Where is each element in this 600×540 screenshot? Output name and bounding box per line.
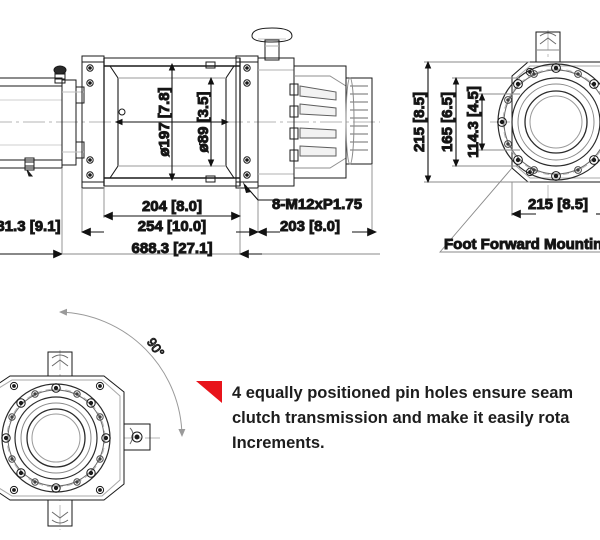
tie-rod-fitting-top (53, 65, 67, 84)
dim-motor-length-label: 203 [8.0] (280, 218, 340, 235)
callout-bolt-thread-label: 8-M12xP1.75 (272, 196, 362, 213)
leader-mounting-option (439, 167, 600, 253)
winch-side-view: ø197 [7.8] ø89 [3.5] 204 [8.0] 254 [10.0… (0, 27, 380, 259)
dim-overall-height-label: 215 [8.5] (411, 92, 428, 152)
dim-foot-width-label: 254 [10.0] (138, 218, 206, 235)
leader-bolt-thread (243, 182, 298, 201)
feature-note-line-2: clutch transmission and make it easily r… (232, 409, 570, 427)
tie-rod-fitting-bottom (24, 157, 35, 177)
dim-overall-width-label: 215 [8.5] (528, 196, 588, 213)
dim-mount-width-label: 204 [8.0] (142, 198, 202, 215)
motor-end-cap (345, 77, 373, 165)
left-end-plate (61, 79, 85, 166)
feature-note-line-1: 4 equally positioned pin holes ensure se… (232, 384, 574, 402)
dim-drum-diameter-label: ø197 [7.8] (156, 87, 173, 156)
clutch-lever-knob (251, 27, 293, 61)
rotation-arc-label: 90° (144, 335, 168, 360)
dim-pilot-diameter-label: 114.3 [4.5] (465, 86, 482, 158)
end-view-bolts (497, 63, 599, 181)
drum-body (0, 77, 63, 169)
red-triangle-bullet (196, 381, 224, 405)
motor-housing (289, 65, 347, 179)
clutch-rotation-view: 90° (0, 308, 186, 530)
rotation-view-right-lug (123, 423, 151, 451)
winch-end-view: 215 [8.5] 165 [6.5] 114.3 [4.5] 215 [8.5… (411, 30, 600, 254)
end-view-extension-lines (424, 61, 530, 216)
callout-mounting-option-label: Foot Forward Mounting O (444, 236, 600, 253)
dim-overall-length-label: 688.3 [27.1] (132, 240, 213, 257)
rotation-arc (59, 308, 186, 437)
dim-bolt-circle-vertical-label: 165 [6.5] (439, 92, 456, 152)
dim-left-overhang-label: 231.3 [9.1] (0, 218, 61, 235)
feature-note-line-3: Increments. (232, 434, 325, 452)
dim-drum-core-diameter-label: ø89 [3.5] (195, 92, 212, 153)
